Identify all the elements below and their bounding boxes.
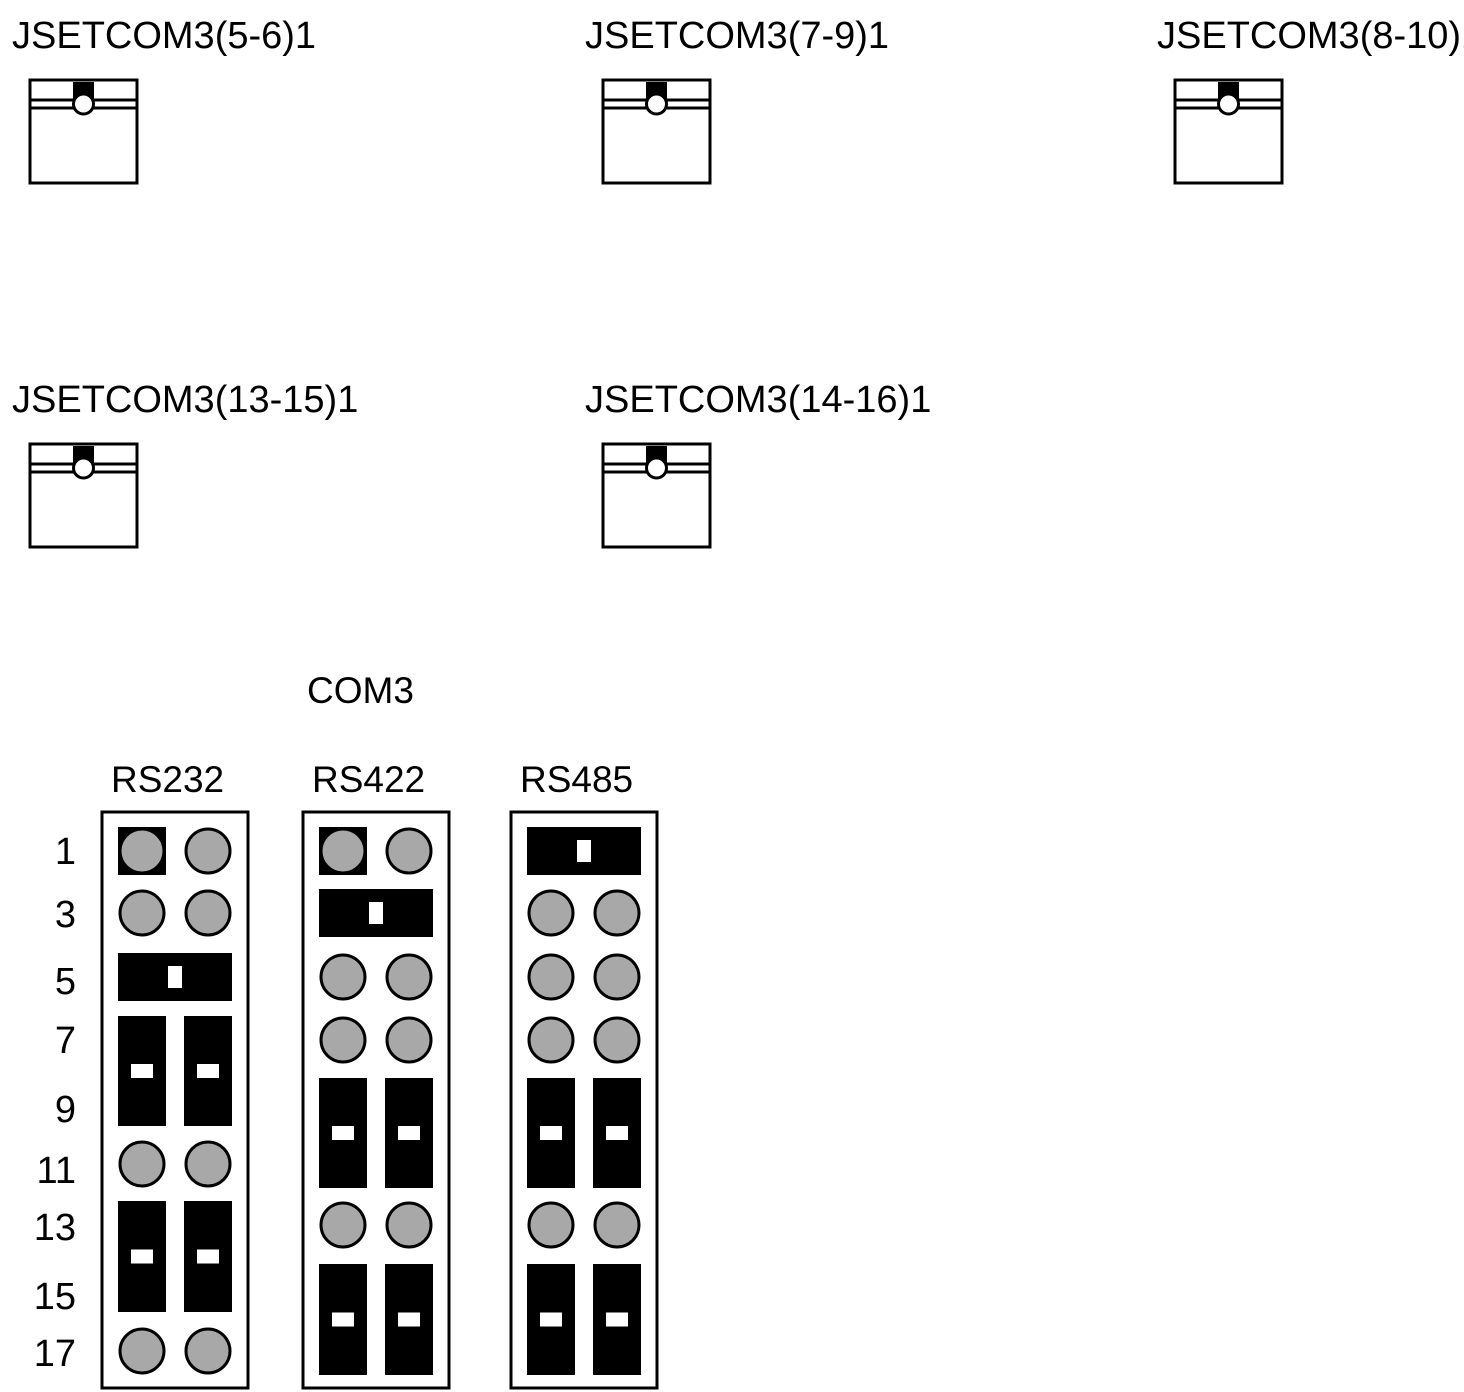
jumper-label-8-10: JSETCOM3(8-10)1 (1157, 15, 1464, 57)
jumper-slot (168, 966, 182, 988)
jumper-slot (131, 1249, 153, 1264)
jumper-cap-icon (28, 78, 139, 185)
pin-circle (118, 1140, 166, 1188)
pin-circle (527, 953, 575, 1001)
jumper-cap-icon (1173, 78, 1284, 185)
jumper-slot (606, 1312, 628, 1327)
row-number-17: 17 (34, 1333, 76, 1375)
pin-circle (593, 1201, 641, 1249)
jumper-slot (398, 1126, 420, 1140)
jumper-label-7-9: JSETCOM3(7-9)1 (585, 15, 889, 57)
pin-circle (118, 827, 166, 875)
row-number-7: 7 (55, 1020, 76, 1062)
jumper-label-13-15: JSETCOM3(13-15)1 (12, 379, 358, 421)
pin-circle (319, 1016, 367, 1064)
pin-circle (527, 889, 575, 937)
pin-header-rs485 (509, 810, 659, 1390)
pin-circle (319, 827, 367, 875)
pin-circle (184, 1140, 232, 1188)
jumper-slot (131, 1064, 153, 1078)
row-number-13: 13 (34, 1207, 76, 1249)
pin-circle (593, 1016, 641, 1064)
pin-circle (593, 953, 641, 1001)
block-title-rs422: RS422 (312, 759, 425, 800)
pin-circle (184, 889, 232, 937)
pin-circle (593, 889, 641, 937)
jumper-cap-icon (601, 78, 712, 185)
jumper-slot (197, 1064, 219, 1078)
jumper-slot (540, 1312, 562, 1327)
pin-circle (118, 889, 166, 937)
pin-circle (385, 827, 433, 875)
row-number-11: 11 (37, 1150, 76, 1192)
jumper-slot (540, 1126, 562, 1140)
jumper-cap-icon (28, 442, 139, 549)
block-title-rs232: RS232 (111, 759, 224, 800)
jumper-slot (332, 1126, 354, 1140)
jumper-label-14-16: JSETCOM3(14-16)1 (585, 379, 931, 421)
row-number-9: 9 (55, 1089, 76, 1131)
pin-circle (385, 1201, 433, 1249)
pin-circle (385, 1016, 433, 1064)
com-port-title: COM3 (307, 670, 414, 711)
row-number-1: 1 (55, 831, 76, 873)
jumper-slot (332, 1312, 354, 1327)
pin-circle (184, 1327, 232, 1375)
jumper-slot (606, 1126, 628, 1140)
pin-header-rs422 (301, 810, 451, 1390)
jumper-label-5-6: JSETCOM3(5-6)1 (12, 15, 316, 57)
pin-circle (184, 827, 232, 875)
pin-circle (527, 1016, 575, 1064)
pin-circle (319, 953, 367, 1001)
block-title-rs485: RS485 (520, 759, 633, 800)
pin-circle (118, 1327, 166, 1375)
pin-header-rs232 (100, 810, 250, 1390)
jumper-slot (577, 840, 591, 862)
pin-circle (385, 953, 433, 1001)
pin-circle (527, 1201, 575, 1249)
jumper-slot (398, 1312, 420, 1327)
jumper-cap-icon (601, 442, 712, 549)
row-number-15: 15 (34, 1276, 76, 1318)
row-number-5: 5 (55, 961, 76, 1003)
pin-circle (319, 1201, 367, 1249)
row-number-3: 3 (55, 894, 76, 936)
jumper-slot (197, 1249, 219, 1264)
jumper-slot (369, 902, 383, 924)
